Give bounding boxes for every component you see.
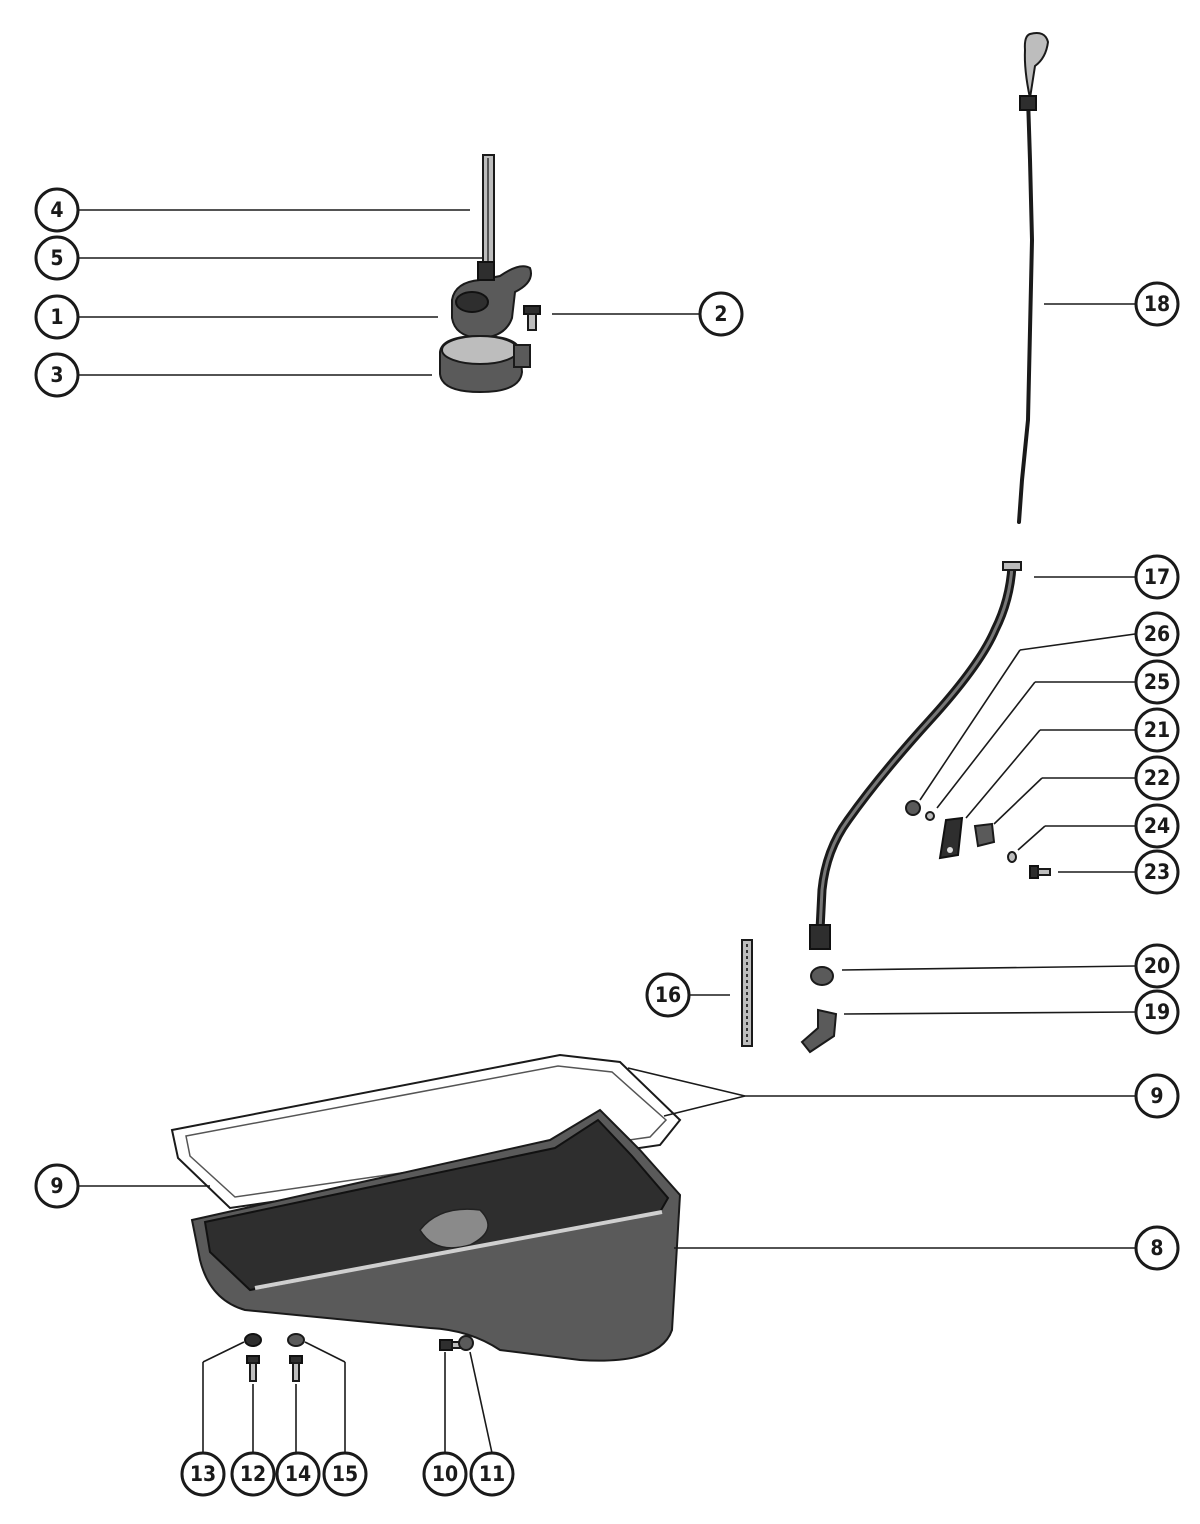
gasket-strip-part [741,939,753,1047]
callout-9-right: 9 [1134,1073,1180,1119]
callout-14: 14 [275,1451,321,1497]
callout-24: 24 [1134,803,1180,849]
callout-10: 10 [422,1451,468,1497]
svg-text:18: 18 [1144,292,1170,316]
dipstick-tube-part [809,561,1022,950]
svg-text:19: 19 [1144,1000,1170,1024]
svg-text:24: 24 [1144,814,1170,838]
svg-text:8: 8 [1150,1236,1163,1260]
callout-3: 3 [34,352,80,398]
svg-text:2: 2 [714,302,727,326]
callout-26: 26 [1134,611,1180,657]
svg-text:10: 10 [432,1462,458,1486]
callout-22: 22 [1134,755,1180,801]
callout-5: 5 [34,235,80,281]
callout-23: 23 [1134,849,1180,895]
callout-2: 2 [698,291,744,337]
svg-text:15: 15 [332,1462,358,1486]
callout-1: 1 [34,294,80,340]
callout-8: 8 [1134,1225,1180,1271]
svg-text:20: 20 [1144,954,1170,978]
oil-pan-gasket-part [170,1053,682,1210]
callout-16: 16 [645,972,691,1018]
callout-21: 21 [1134,707,1180,753]
dipstick-part [1017,32,1050,524]
svg-text:3: 3 [50,363,63,387]
drain-plug-hardware [439,1335,474,1351]
callout-4: 4 [34,187,80,233]
svg-text:4: 4 [50,198,63,222]
svg-text:26: 26 [1144,622,1170,646]
callout-20: 20 [1134,943,1180,989]
oil-pump-part [451,261,532,340]
callout-18: 18 [1134,281,1180,327]
svg-text:21: 21 [1144,718,1170,742]
svg-text:23: 23 [1144,860,1170,884]
pan-bolt-hardware [244,1333,305,1382]
oil-pan-part [190,1108,682,1362]
svg-text:9: 9 [1150,1084,1163,1108]
callout-17: 17 [1134,554,1180,600]
svg-text:12: 12 [240,1462,266,1486]
callout-13: 13 [180,1451,226,1497]
pickup-tube-part [482,154,495,271]
callout-11: 11 [469,1451,515,1497]
elbow-fitting-part [800,1008,838,1054]
svg-text:1: 1 [50,305,63,329]
grommet-part [810,966,834,986]
svg-text:5: 5 [50,246,63,270]
svg-text:17: 17 [1144,565,1170,589]
svg-text:16: 16 [655,983,681,1007]
callout-25: 25 [1134,659,1180,705]
leader-lines [78,209,1136,1454]
callout-15: 15 [322,1451,368,1497]
pump-screen-part [439,334,531,394]
svg-text:9: 9 [50,1174,63,1198]
svg-text:22: 22 [1144,766,1170,790]
callout-19: 19 [1134,989,1180,1035]
pump-bolt-part [523,305,541,331]
callout-9-left: 9 [34,1163,80,1209]
svg-text:11: 11 [479,1462,505,1486]
svg-text:25: 25 [1144,670,1170,694]
svg-text:14: 14 [285,1462,311,1486]
callout-12: 12 [230,1451,276,1497]
tube-bracket-hardware [905,800,1051,879]
svg-text:13: 13 [190,1462,216,1486]
